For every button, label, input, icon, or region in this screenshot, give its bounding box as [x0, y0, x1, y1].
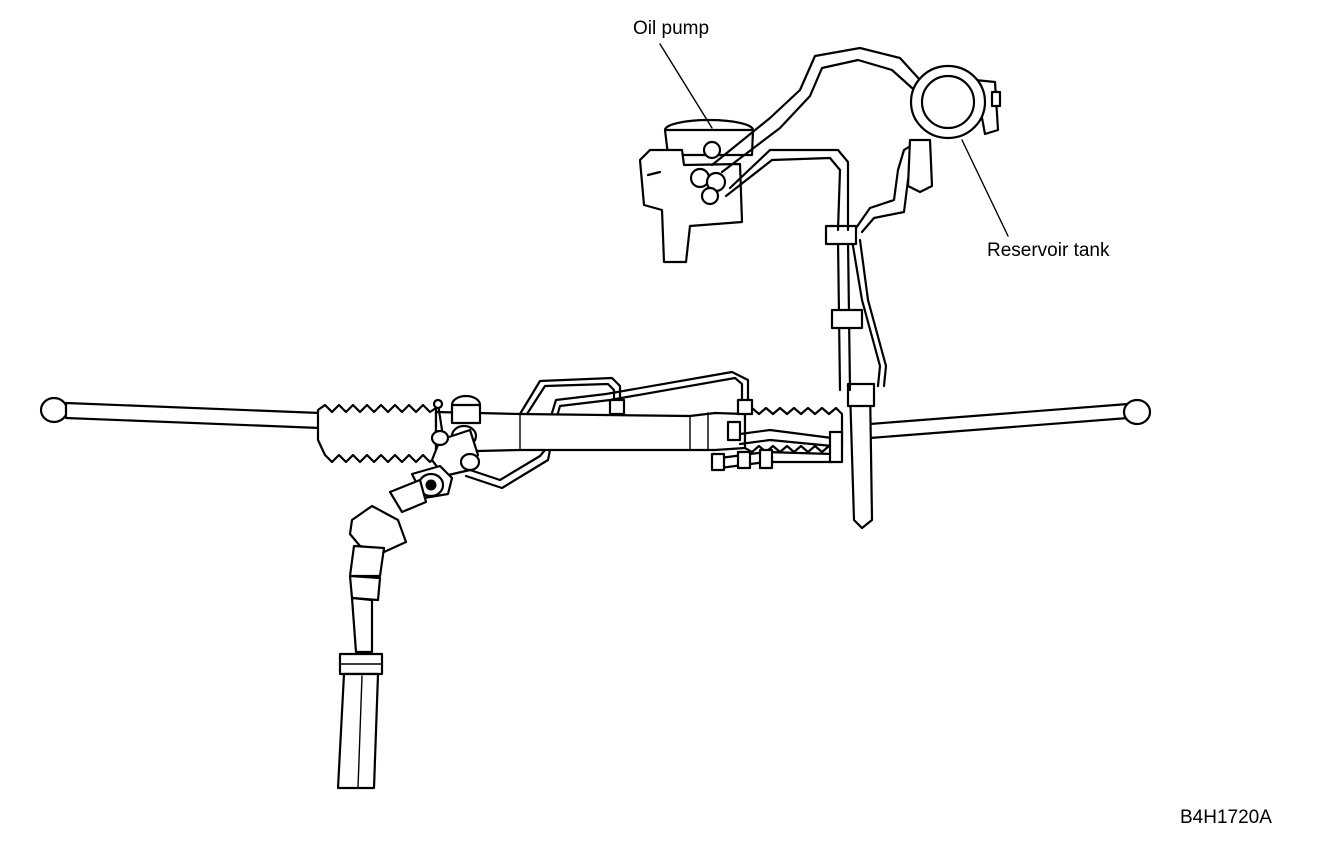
- oil-pump: [638, 118, 755, 264]
- left-tie-rod: [64, 401, 322, 430]
- steering-rack-assembly: [39, 396, 1152, 464]
- reservoir-tank-label: Reservoir tank: [987, 240, 1110, 261]
- steering-shaft: [336, 478, 428, 790]
- rack-housing: [434, 410, 747, 454]
- left-tie-rod-end: [39, 396, 69, 424]
- figure-code-label: B4H1720A: [1180, 807, 1272, 828]
- reservoir-tank-leader: [961, 139, 1009, 237]
- right-fittings-and-lines: [710, 224, 888, 530]
- right-tie-rod: [868, 402, 1130, 440]
- reservoir-tank: [909, 64, 1002, 140]
- right-tie-rod-end: [1122, 398, 1152, 426]
- oil-pump-leader: [659, 43, 713, 129]
- leader-lines: [659, 43, 1009, 237]
- oil-pump-label: Oil pump: [633, 18, 710, 39]
- rack-feed-pipes: [464, 370, 754, 490]
- left-boot: [316, 403, 438, 464]
- supply-hose: [710, 46, 934, 234]
- pinion-valve-body: [410, 394, 482, 500]
